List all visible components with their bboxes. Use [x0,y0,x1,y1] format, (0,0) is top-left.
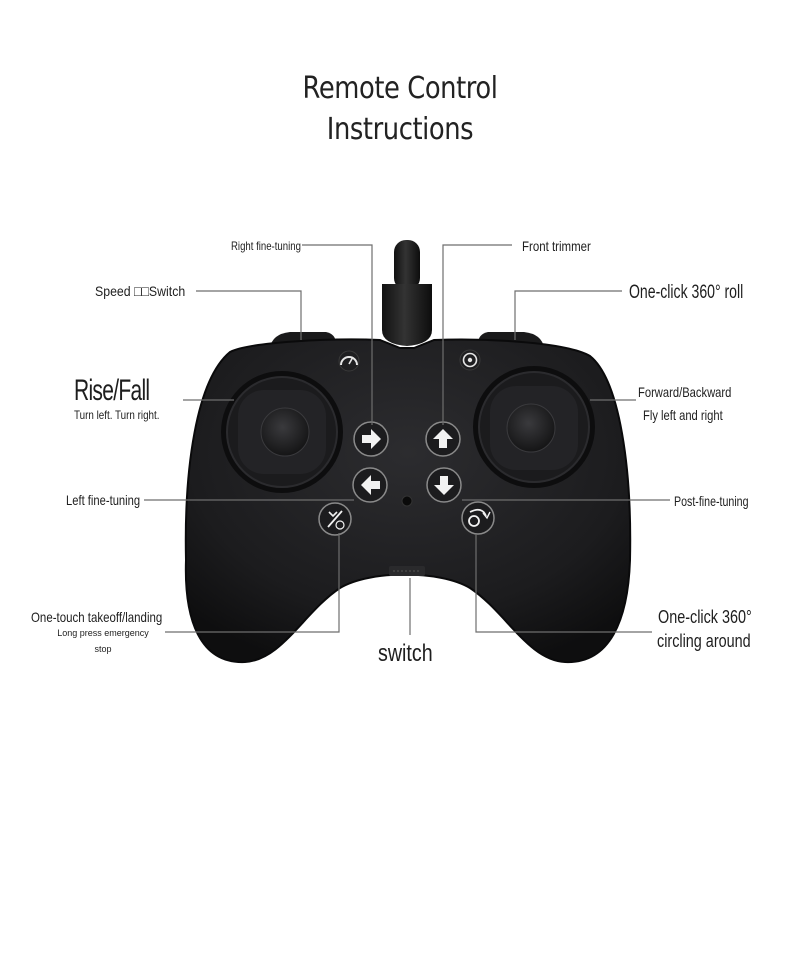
label-emergency-stop-line-2: stop [94,644,112,654]
label-takeoff-landing: One-touch takeoff/landing [31,609,163,625]
speed-button[interactable] [338,350,360,372]
page-title: Remote Control Instructions [56,68,744,150]
label-rise-fall: Rise/Fall [74,374,150,407]
title-line-1: Remote Control [302,71,498,106]
power-switch[interactable] [389,566,425,576]
antenna [382,240,432,346]
leader-circling [475,534,652,633]
360-circling-icon [468,508,491,527]
label-turn-left-right: Turn left. Turn right. [74,408,160,422]
leader-lines [144,244,670,635]
label-emergency-stop-line-1: Long press emergency [57,628,149,638]
label-left-fine-tuning: Left fine-tuning [66,492,141,508]
arrow-right-icon [362,429,381,449]
label-right-fine-tuning: Right fine-tuning [231,239,301,253]
right-joystick[interactable] [473,366,595,488]
arrow-down-icon [434,476,454,495]
arrow-up-icon [433,429,453,448]
left-trim-button[interactable] [352,467,388,503]
front-trim-button[interactable] [425,421,461,457]
label-post-fine-tuning: Post-fine-tuning [674,493,749,509]
label-front-trimmer: Front trimmer [522,238,591,254]
360-roll-icon [462,352,478,368]
label-circling-line-1: One-click 360° [658,607,752,627]
right-trim-button[interactable] [353,421,389,457]
label-speed-switch: Speed □□Switch [95,283,186,299]
leader-one-click-roll [514,290,622,340]
back-trim-button[interactable] [426,467,462,503]
label-switch: switch [378,640,433,667]
speedometer-icon [340,356,358,366]
label-circling-line-2: circling around [657,631,751,651]
takeoff-landing-icon [327,510,345,530]
left-joystick[interactable] [221,371,343,493]
title-line-2: Instructions [326,112,474,147]
leader-right-fine-tuning [302,244,373,425]
label-forward-backward: Forward/Backward [638,384,732,400]
roll-button[interactable] [459,349,481,371]
leader-front-trimmer [442,244,512,425]
arrow-left-icon [361,475,380,495]
label-one-click-roll: One-click 360° roll [629,282,744,303]
power-indicator-light [401,495,413,507]
leader-takeoff-landing [165,533,340,633]
circling-button[interactable] [461,501,495,535]
takeoff-landing-button[interactable] [318,502,352,536]
leader-speed-switch [196,290,302,340]
label-fly-left-right: Fly left and right [643,407,723,423]
